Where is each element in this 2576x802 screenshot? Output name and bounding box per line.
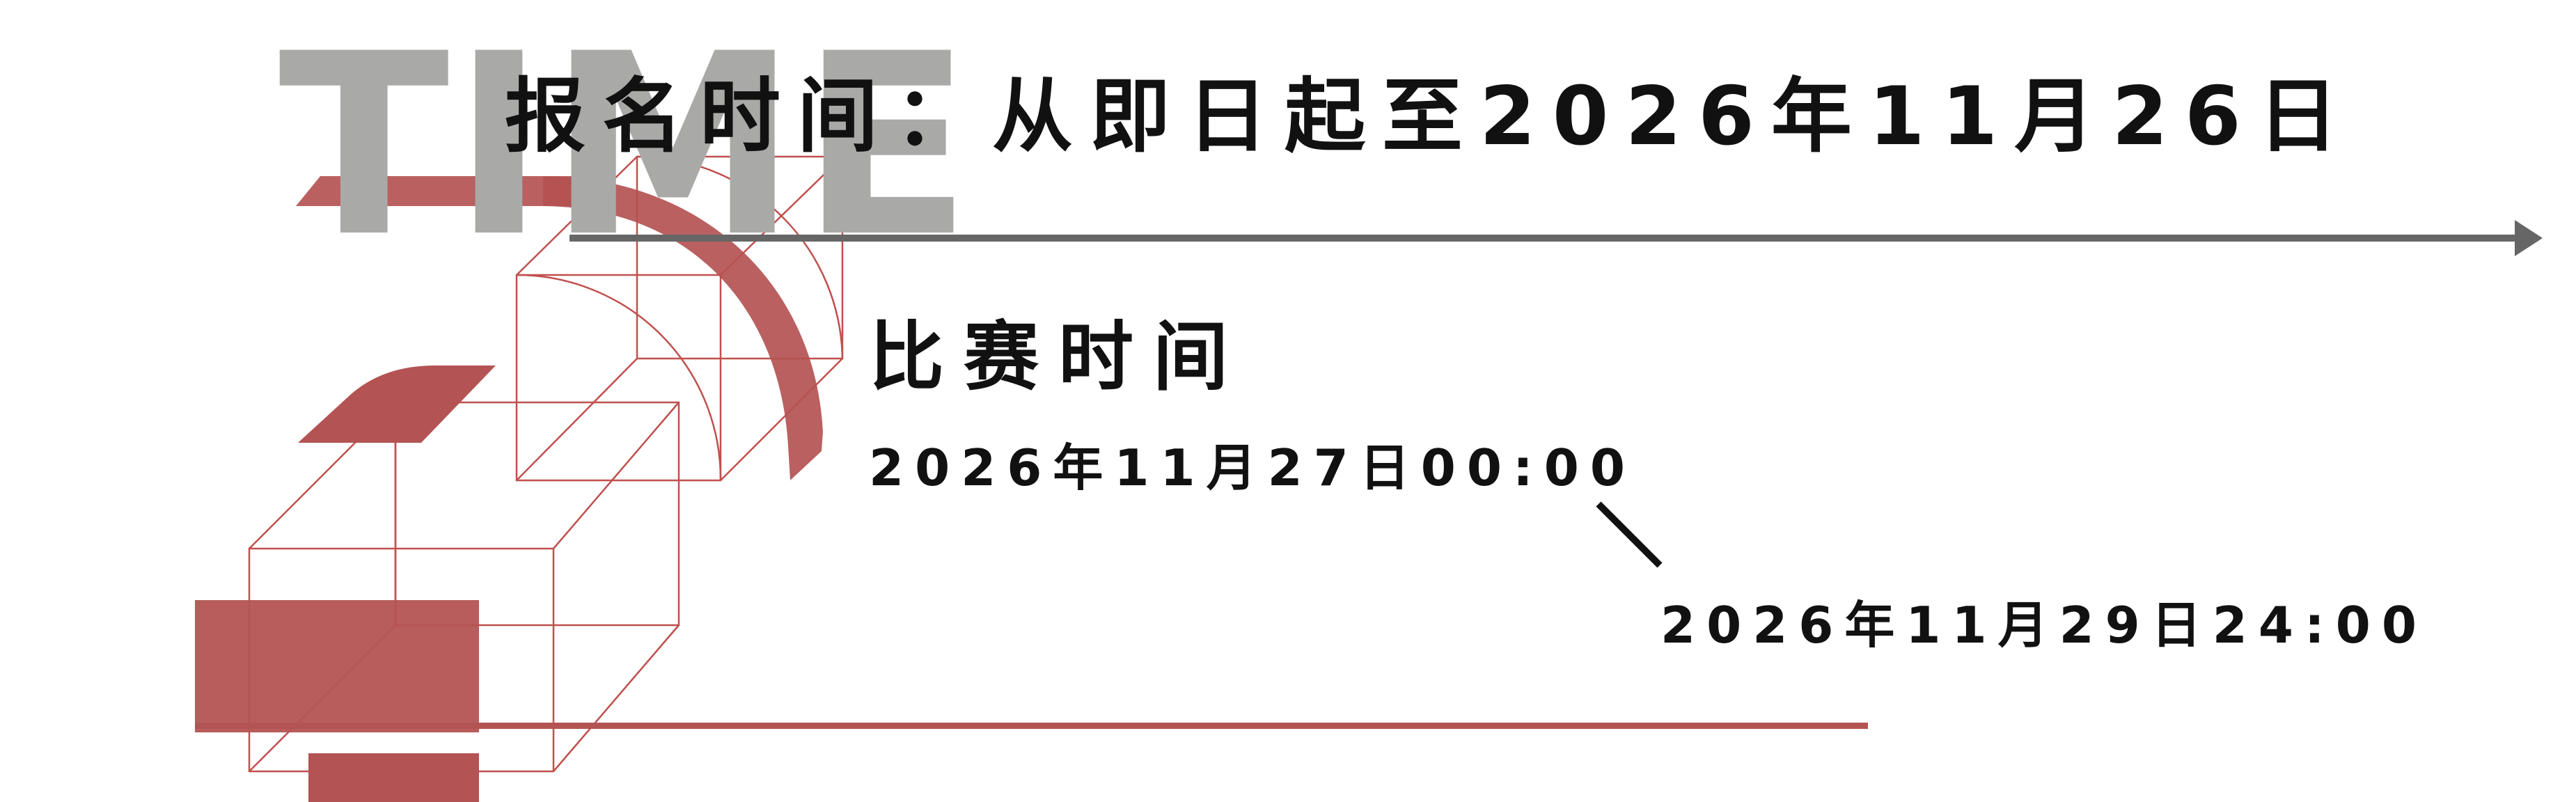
red-leaf-shape — [298, 365, 496, 443]
red-accent-shapes — [195, 176, 1868, 802]
registration-period: 报名时间：从即日起至2026年11月26日 — [505, 70, 2355, 164]
date-range-connector — [1596, 501, 1663, 568]
arrowhead-icon — [2515, 220, 2543, 256]
wireframe-cubes — [248, 155, 844, 773]
red-baseline — [195, 723, 1868, 729]
competition-end-time: 2026年11月29日24:00 — [1660, 596, 2428, 654]
timeline-arrow — [570, 220, 2543, 256]
competition-start-time: 2026年11月27日00:00 — [869, 439, 1636, 497]
red-block-small — [308, 753, 479, 802]
time-watermark: TIME — [278, 0, 975, 292]
red-parallelogram-band — [296, 176, 613, 206]
competition-time-heading: 比赛时间 — [869, 314, 1248, 401]
red-block-large — [195, 600, 479, 732]
